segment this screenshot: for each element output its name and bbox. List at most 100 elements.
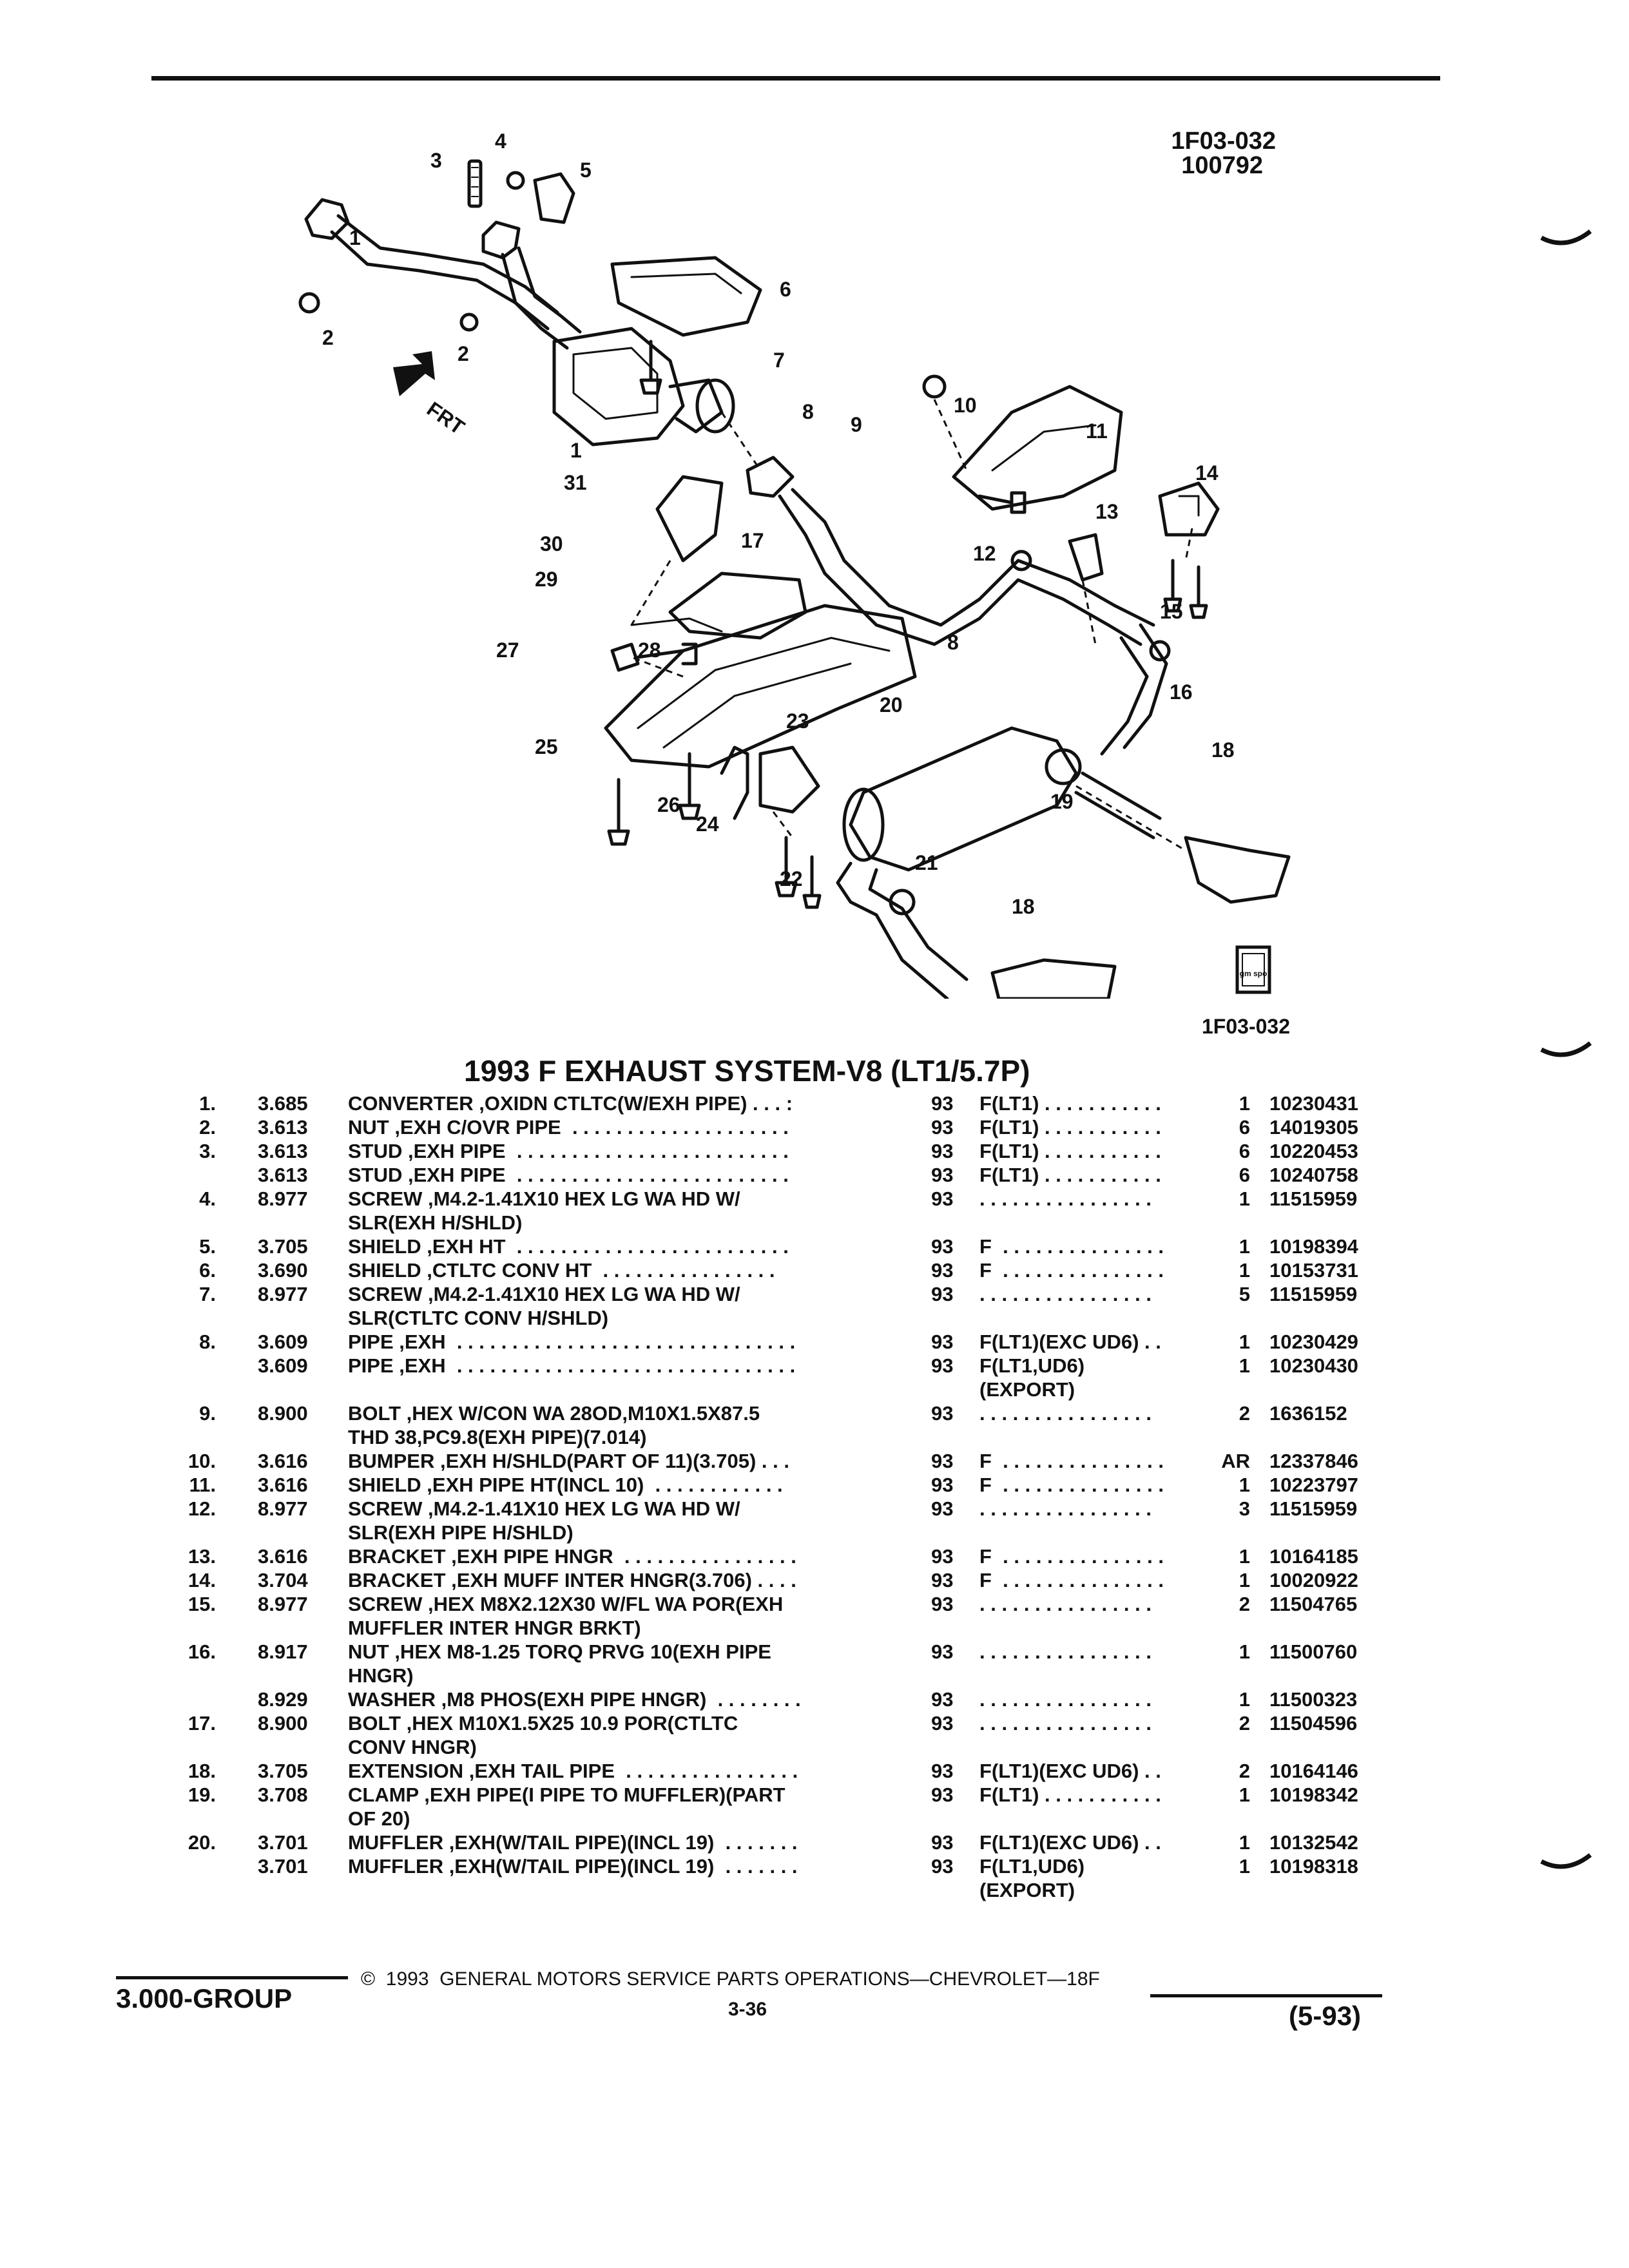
cell-series: . . . . . . . . . . . . . . . .: [979, 1497, 1152, 1520]
diagram-code: 1F03-032: [1171, 128, 1276, 155]
cell-part: 11515959: [1269, 1497, 1358, 1520]
cell-group: 3.616: [258, 1450, 308, 1472]
callout-4: 4: [495, 130, 506, 153]
cell-year: 93: [931, 1831, 954, 1854]
callout-19: 19: [1050, 790, 1074, 813]
front-label: FRT: [423, 397, 469, 439]
cell-item: 7.: [199, 1283, 216, 1305]
cell-year: 93: [931, 1116, 954, 1139]
exhaust-pipe-heat-shield: [952, 385, 1123, 511]
callout-11: 11: [1086, 419, 1108, 443]
table-row: CONV HNGR): [0, 1736, 1629, 1762]
cell-year: 93: [931, 1474, 954, 1496]
cell-series: F(LT1,UD6): [979, 1855, 1085, 1878]
cell-part: 10240758: [1269, 1164, 1358, 1186]
callout-13: 13: [1095, 500, 1119, 523]
cell-series: F(LT1) . . . . . . . . . . .: [979, 1092, 1161, 1115]
cell-year: 93: [931, 1569, 954, 1591]
callout-8: 8: [802, 400, 814, 423]
cell-series: F(LT1)(EXC UD6) . .: [979, 1831, 1161, 1854]
callout-18: 18: [1012, 895, 1035, 918]
cell-year: 93: [931, 1331, 954, 1353]
cell-series: . . . . . . . . . . . . . . . .: [979, 1402, 1152, 1425]
callout-labels: 1 1 2 2 3 4 5 6 7 8 8 8 9 10 11 12 13 14…: [322, 130, 1235, 918]
callout-3: 3: [430, 149, 442, 172]
cell-group: 8.977: [258, 1593, 308, 1615]
cell-desc: SHIELD ,EXH HT . . . . . . . . . . . . .…: [348, 1235, 789, 1258]
cell-year: 93: [931, 1760, 954, 1782]
footer-rule-right: [1150, 1994, 1382, 1997]
date-code: 100792: [1181, 152, 1263, 179]
cell-year: 93: [931, 1783, 954, 1806]
cell-group: 3.705: [258, 1235, 308, 1258]
cell-desc: SHIELD ,EXH PIPE HT(INCL 10) . . . . . .…: [348, 1474, 783, 1496]
cell-series: F . . . . . . . . . . . . . . .: [979, 1545, 1164, 1568]
cell-desc: BUMPER ,EXH H/SHLD(PART OF 11)(3.705) . …: [348, 1450, 789, 1472]
cell-year: 93: [931, 1545, 954, 1568]
cell-desc: STUD ,EXH PIPE . . . . . . . . . . . . .…: [348, 1164, 789, 1186]
cell-desc: PIPE ,EXH . . . . . . . . . . . . . . . …: [348, 1354, 796, 1377]
cell-desc: SCREW ,M4.2-1.41X10 HEX LG WA HD W/: [348, 1497, 740, 1520]
page-title: 1993 F EXHAUST SYSTEM-V8 (LT1/5.7P): [464, 1054, 1030, 1088]
cell-qty: 1: [1239, 1688, 1250, 1711]
cell-desc: SCREW ,M4.2-1.41X10 HEX LG WA HD W/: [348, 1187, 740, 1210]
cell-part: 10020922: [1269, 1569, 1358, 1591]
cell-qty: 1: [1239, 1545, 1250, 1568]
muffler: [849, 726, 1078, 872]
gm-spo-logo-icon: [1235, 945, 1271, 994]
gm-spo-logo-text: gm spo: [1240, 969, 1268, 978]
muffler-heat-shield: [604, 604, 917, 769]
copyright-line: © 1993 GENERAL MOTORS SERVICE PARTS OPER…: [361, 1968, 1100, 1990]
cell-year: 93: [931, 1497, 954, 1520]
cell-desc: EXTENSION ,EXH TAIL PIPE . . . . . . . .…: [348, 1760, 798, 1782]
callout-2: 2: [322, 326, 334, 349]
cell-year: 93: [931, 1402, 954, 1425]
cell-year: 93: [931, 1593, 954, 1615]
cell-group: 3.609: [258, 1331, 308, 1353]
callout-18: 18: [1211, 738, 1235, 762]
cell-group: 3.708: [258, 1783, 308, 1806]
cell-desc: SCREW ,HEX M8X2.12X30 W/FL WA POR(EXH: [348, 1593, 784, 1615]
callout-17: 17: [741, 529, 764, 552]
front-arrow-icon: [393, 351, 435, 396]
cell-qty: 2: [1239, 1712, 1250, 1735]
diagram-caption: 1F03-032: [1202, 1015, 1290, 1038]
cell-series: . . . . . . . . . . . . . . . .: [979, 1640, 1152, 1663]
cell-group: 8.977: [258, 1187, 308, 1210]
callout-10: 10: [954, 394, 977, 417]
margin-mark: [1540, 1041, 1592, 1057]
table-row: SLR(EXH H/SHLD): [0, 1211, 1629, 1237]
cell-group: 3.613: [258, 1164, 308, 1186]
cell-series: F . . . . . . . . . . . . . . .: [979, 1235, 1164, 1258]
cell-item: 15.: [188, 1593, 216, 1615]
cell-part: 10153731: [1269, 1259, 1358, 1282]
cell-year: 93: [931, 1092, 954, 1115]
cell-group: 3.616: [258, 1545, 308, 1568]
cell-part: 10230429: [1269, 1331, 1358, 1353]
cell-item: 17.: [188, 1712, 216, 1735]
cell-series: (EXPORT): [979, 1378, 1075, 1401]
cell-desc: SHIELD ,CTLTC CONV HT . . . . . . . . . …: [348, 1259, 775, 1282]
callout-14: 14: [1195, 461, 1219, 485]
callout-30: 30: [540, 532, 563, 555]
tail-pipe-extension-right: [1184, 836, 1291, 904]
cell-qty: 1: [1239, 1783, 1250, 1806]
cell-item: 14.: [188, 1569, 216, 1591]
cell-group: 3.613: [258, 1116, 308, 1139]
cell-qty: 1: [1239, 1855, 1250, 1878]
cell-desc: MUFFLER ,EXH(W/TAIL PIPE)(INCL 19) . . .…: [348, 1831, 798, 1854]
cell-series: F(LT1)(EXC UD6) . .: [979, 1331, 1161, 1353]
cell-part: 10164185: [1269, 1545, 1358, 1568]
